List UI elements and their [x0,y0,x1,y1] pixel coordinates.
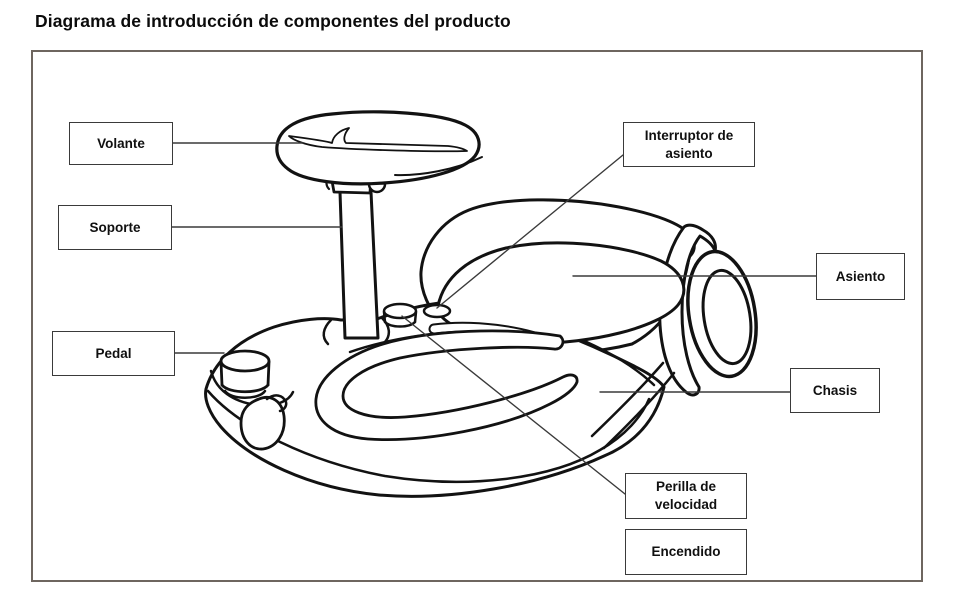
label-text: Chasis [812,382,858,398]
page-title: Diagrama de introducción de componentes … [35,11,511,31]
rear-wheel [686,249,758,379]
label-box-perilla-velocidad: Perilla de velocidad [625,473,747,519]
label-box-interruptor-asiento: Interruptor de asiento [623,122,755,167]
label-box-encendido: Encendido [625,529,747,575]
speed-knob [382,302,418,328]
footwell-swoosh [314,329,579,441]
pole-collar-left [322,318,333,346]
label-box-asiento: Asiento [816,253,905,300]
support-pole [325,168,387,340]
label-box-pedal: Pedal [52,331,175,376]
leader-interruptor-asiento [436,154,624,309]
rear-strut-line-2 [602,371,676,450]
steering-grip-recess [288,127,468,153]
label-text: Pedal [95,345,132,361]
label-box-chasis: Chasis [790,368,880,413]
seat-switch-button [422,303,452,319]
label-text: Encendido [651,544,721,560]
front-emblem [239,394,288,451]
rear-strut-line-1 [590,361,665,438]
label-box-volante: Volante [69,122,173,165]
label-text: Soporte [89,219,141,235]
leader-perilla-velocidad [401,315,626,495]
label-box-soporte: Soporte [58,205,172,250]
steering-wheel [275,110,483,186]
label-text: Interruptor de asiento [644,127,734,161]
label-text: Volante [97,135,145,151]
pedal-cylinder [209,349,295,407]
label-text: Perilla de velocidad [654,479,718,512]
label-text: Asiento [835,268,886,284]
leader-lines [171,142,817,495]
